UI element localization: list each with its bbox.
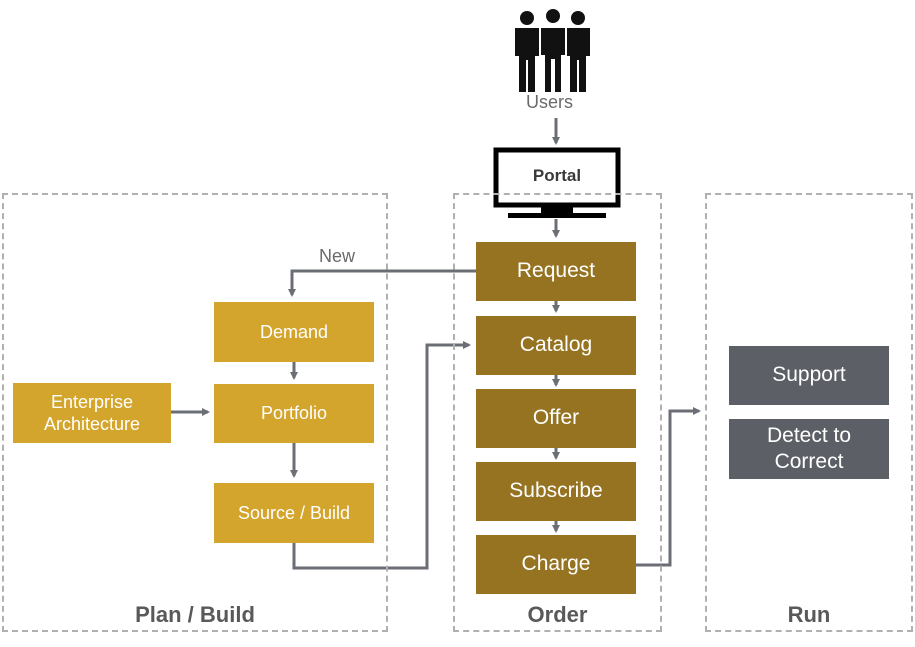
plan-build-region-label: Plan / Build bbox=[135, 602, 255, 627]
catalog-box: Catalog bbox=[476, 316, 636, 375]
support-box: Support bbox=[729, 346, 889, 405]
order-region-label: Order bbox=[527, 602, 588, 627]
subscribe-box: Subscribe bbox=[476, 462, 636, 521]
portfolio-box: Portfolio bbox=[214, 384, 374, 443]
source-build-box: Source / Build bbox=[214, 483, 374, 543]
enterprise-architecture-box: Enterprise Architecture bbox=[13, 383, 171, 443]
plan-build-region: Plan / Build bbox=[2, 193, 388, 632]
detect-to-correct-box: Detect to Correct bbox=[729, 419, 889, 479]
charge-box: Charge bbox=[476, 535, 636, 594]
demand-box: Demand bbox=[214, 302, 374, 362]
request-to-demand-arrow bbox=[288, 269, 476, 297]
users-label: Users bbox=[526, 92, 574, 112]
new-label: New bbox=[319, 246, 356, 266]
users-icon bbox=[515, 7, 590, 94]
offer-box: Offer bbox=[476, 389, 636, 448]
run-region: Run bbox=[705, 193, 913, 632]
portal-label: Portal bbox=[532, 166, 582, 185]
request-box: Request bbox=[476, 242, 636, 301]
portal-monitor-icon bbox=[493, 147, 621, 218]
charge-to-run-arrow bbox=[636, 407, 701, 567]
run-region-label: Run bbox=[787, 602, 831, 627]
source-to-catalog-arrow bbox=[292, 341, 471, 570]
order-region: Order bbox=[453, 193, 662, 632]
